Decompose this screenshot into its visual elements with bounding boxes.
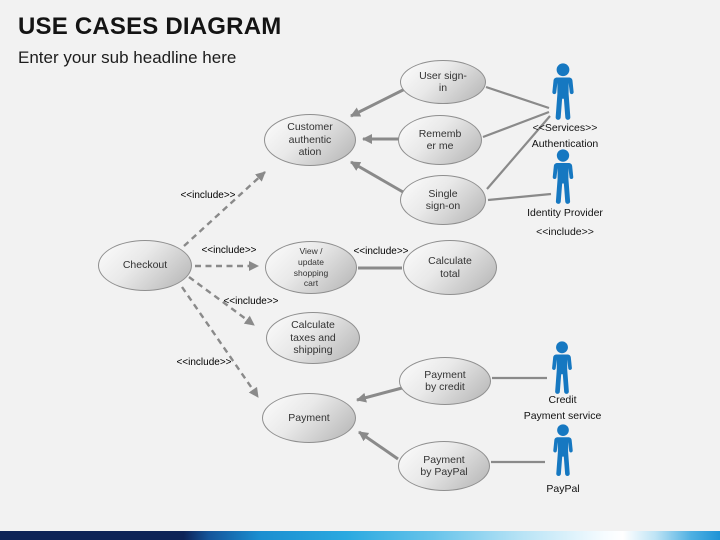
arrow-paybypaypal-payment bbox=[358, 430, 399, 461]
use-case-customer-authentication[interactable]: Customer authentic ation bbox=[264, 114, 356, 166]
use-case-checkout[interactable]: Checkout bbox=[98, 240, 192, 291]
actor-identity-provider[interactable] bbox=[546, 149, 580, 205]
actor-label-services-authentication: <<Services>> Authentication bbox=[531, 122, 599, 151]
include-checkout-custauth bbox=[183, 171, 266, 247]
bottom-accent-bar bbox=[0, 531, 720, 540]
use-case-calculate-total[interactable]: Calculate total bbox=[403, 240, 497, 295]
include-checkout-taxes bbox=[188, 276, 255, 326]
assoc-usersignin-authactor bbox=[485, 85, 550, 110]
use-case-label: Payment bbox=[288, 411, 330, 424]
use-case-label: Payment by credit bbox=[424, 368, 466, 393]
include-label: <<include>> bbox=[176, 357, 232, 368]
use-case-payment[interactable]: Payment bbox=[262, 393, 356, 443]
use-case-calculate-taxes-shipping[interactable]: Calculate taxes and shipping bbox=[266, 312, 360, 364]
actor-label-identity-provider: Identity Provider <<include>> bbox=[527, 207, 603, 239]
include-label: <<include>> bbox=[223, 296, 279, 307]
use-case-label: Calculate total bbox=[428, 255, 472, 280]
include-checkout-payment bbox=[181, 286, 259, 398]
actor-credit-payment-service[interactable] bbox=[545, 341, 579, 395]
include-label: <<include>> bbox=[201, 245, 257, 256]
use-case-view-update-shopping-cart[interactable]: View / update shopping cart bbox=[265, 241, 357, 294]
use-case-label: Payment by PayPal bbox=[420, 453, 468, 478]
assoc-rememberme-authactor bbox=[482, 110, 550, 139]
use-case-label: Calculate taxes and shipping bbox=[290, 319, 336, 357]
include-label: <<include>> bbox=[180, 190, 236, 201]
person-icon bbox=[553, 424, 573, 476]
use-case-remember-me[interactable]: Rememb er me bbox=[398, 115, 482, 165]
arrow-paybycredit-payment bbox=[356, 386, 403, 403]
actor-paypal[interactable] bbox=[546, 424, 580, 477]
use-case-label: Customer authentic ation bbox=[287, 121, 333, 159]
page-title: USE CASES DIAGRAM bbox=[18, 13, 282, 40]
actor-label-credit-payment-service: Credit Payment service bbox=[523, 394, 602, 423]
use-case-single-sign-on[interactable]: Single sign-on bbox=[400, 175, 486, 225]
use-case-user-sign-in[interactable]: User sign- in bbox=[400, 60, 486, 104]
actor-label-paypal: PayPal bbox=[546, 483, 580, 495]
use-case-payment-by-paypal[interactable]: Payment by PayPal bbox=[398, 441, 490, 491]
use-case-label: Checkout bbox=[122, 259, 168, 272]
use-case-label: User sign- in bbox=[419, 69, 467, 94]
include-label: <<include>> bbox=[353, 246, 409, 257]
person-icon bbox=[552, 149, 574, 204]
actor-services-authentication[interactable] bbox=[546, 63, 580, 121]
use-case-label: Rememb er me bbox=[418, 127, 462, 152]
arrow-usersignin-custauth bbox=[350, 86, 408, 118]
use-case-label: Single sign-on bbox=[425, 187, 461, 212]
person-icon bbox=[552, 341, 572, 394]
person-icon bbox=[552, 63, 574, 120]
page-subtitle: Enter your sub headline here bbox=[18, 48, 237, 67]
arrow-singlesignon-custauth bbox=[350, 160, 404, 194]
use-case-label: View / update shopping cart bbox=[293, 246, 329, 289]
assoc-singlesignon-identityprovider bbox=[487, 192, 552, 202]
assoc-singlesignon-authactor bbox=[486, 115, 551, 190]
use-case-payment-by-credit[interactable]: Payment by credit bbox=[399, 357, 491, 405]
